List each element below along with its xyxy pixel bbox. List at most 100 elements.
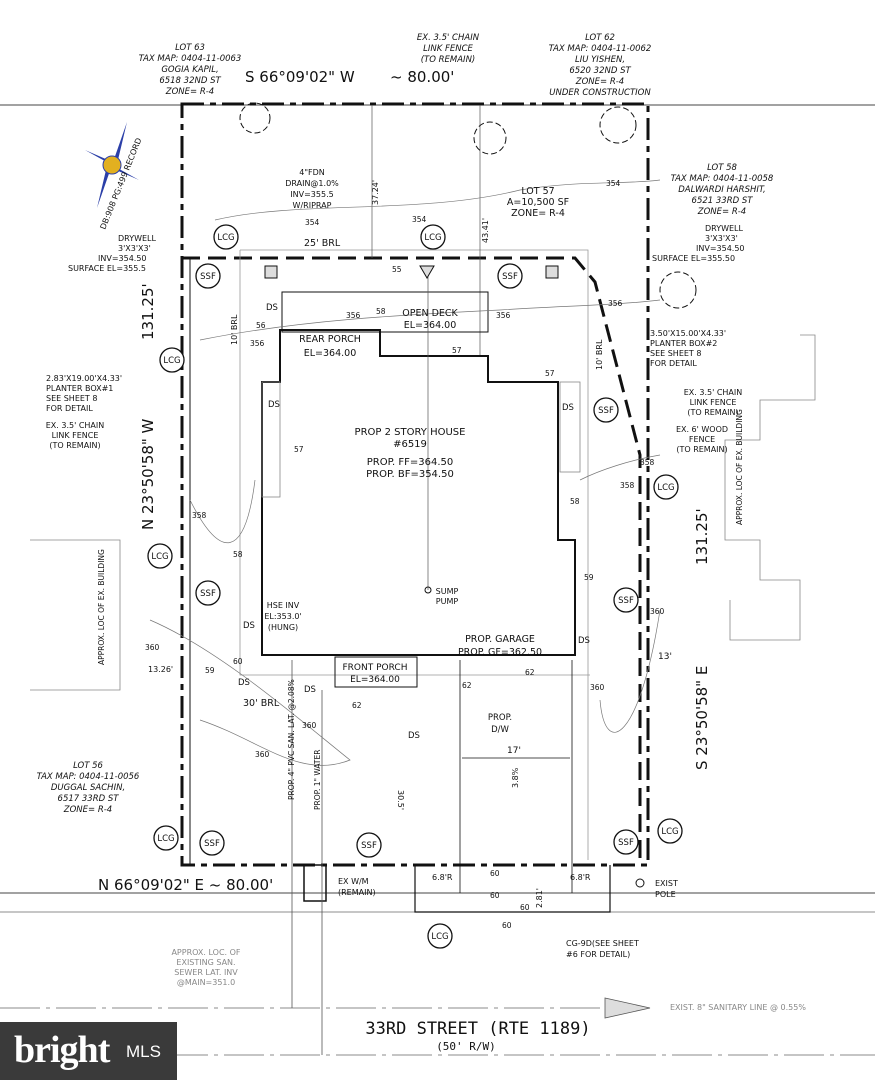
svg-text:ZONE= R-4: ZONE= R-4 — [63, 805, 112, 815]
svg-text:DS: DS — [238, 678, 250, 688]
slope-label: 3.8% — [511, 767, 520, 788]
svg-text:SSF: SSF — [361, 841, 377, 851]
svg-text:EX. 3.5' CHAIN: EX. 3.5' CHAIN — [46, 421, 105, 430]
svg-text:58: 58 — [233, 550, 243, 559]
svg-text:LOT 62: LOT 62 — [585, 33, 615, 43]
drain-label: 4"FDN DRAIN@1.0% INV=355.5 W/RIPRAP — [285, 168, 339, 210]
svg-text:EXISTING SAN.: EXISTING SAN. — [176, 958, 235, 967]
svg-text:LIU YISHEN,: LIU YISHEN, — [575, 55, 625, 65]
svg-text:62: 62 — [462, 681, 472, 690]
sewer-lat-label: APPROX. LOC. OF EXISTING SAN. SEWER LAT.… — [171, 948, 240, 987]
distance-top: ~ 80.00' — [390, 68, 454, 86]
svg-text:360: 360 — [145, 643, 160, 652]
row-width: (50' R/W) — [436, 1040, 496, 1053]
sewer-lateral-label: PROP. 4" PVC SAN. LAT. @2.08% — [287, 679, 296, 800]
svg-text:(TO REMAIN): (TO REMAIN) — [676, 445, 727, 454]
svg-text:LINK FENCE: LINK FENCE — [52, 431, 99, 440]
svg-text:DRYWELL: DRYWELL — [705, 224, 744, 233]
svg-text:EL:353.0': EL:353.0' — [264, 612, 301, 621]
lcg-marker-4: LCG — [653, 474, 679, 500]
svg-text:LOT 57: LOT 57 — [521, 186, 554, 197]
svg-text:SUMP: SUMP — [436, 587, 459, 596]
dim-13: 13' — [658, 652, 672, 662]
svg-text:HSE INV: HSE INV — [267, 601, 300, 610]
radius-right: 6.8'R — [570, 873, 591, 882]
dim-3724: 37.24' — [371, 180, 380, 205]
lot56-label: LOT 56 TAX MAP: 0404-11-0056 DUGGAL SACH… — [37, 761, 140, 815]
house-footprint — [261, 329, 576, 656]
svg-text:58: 58 — [376, 307, 386, 316]
svg-text:SSF: SSF — [618, 596, 634, 606]
brl-side-right-label: 10' BRL — [595, 339, 604, 370]
svg-text:SSF: SSF — [618, 838, 634, 848]
svg-text:3.50'X15.00'X4.33': 3.50'X15.00'X4.33' — [650, 329, 726, 338]
svg-text:A=10,500 SF: A=10,500 SF — [507, 197, 569, 208]
planter-box-2 — [559, 381, 581, 473]
svg-text:358: 358 — [620, 481, 635, 490]
downspout-labels: DS DS DS DS DS DS DS DS — [238, 303, 590, 741]
lcg-marker-6: LCG — [657, 818, 683, 844]
svg-text:PROP 2 STORY HOUSE: PROP 2 STORY HOUSE — [355, 427, 466, 438]
ssf-marker-1: SSF — [195, 263, 221, 289]
svg-text:6518 32ND ST: 6518 32ND ST — [159, 76, 221, 86]
lcg-marker-7: LCG — [153, 825, 179, 851]
house-label: PROP 2 STORY HOUSE #6519 PROP. FF=364.50… — [355, 427, 466, 480]
svg-text:DS: DS — [304, 685, 316, 695]
sump-pump-icon — [424, 586, 432, 594]
svg-text:OPEN DECK: OPEN DECK — [402, 308, 458, 319]
driveway-apron — [414, 865, 611, 913]
svg-text:LCG: LCG — [157, 834, 174, 844]
svg-text:UNDER CONSTRUCTION: UNDER CONSTRUCTION — [549, 88, 651, 98]
svg-text:PROP. BF=354.50: PROP. BF=354.50 — [366, 469, 454, 480]
svg-text:DUGGAL SACHIN,: DUGGAL SACHIN, — [51, 783, 125, 793]
svg-text:EL=364.00: EL=364.00 — [304, 348, 357, 359]
ex-building-left-label: APPROX. LOC OF EX. BUILDING — [97, 549, 106, 665]
lot62-label: LOT 62 TAX MAP: 0404-11-0062 LIU YISHEN,… — [549, 33, 652, 98]
svg-text:DS: DS — [562, 403, 574, 413]
svg-text:DS: DS — [408, 731, 420, 741]
svg-text:EX. 3.5' CHAIN: EX. 3.5' CHAIN — [417, 33, 480, 43]
ssf-marker-4: SSF — [195, 580, 221, 606]
svg-text:360: 360 — [255, 750, 270, 759]
lcg-marker-5: LCG — [147, 543, 173, 569]
planter2-label: 3.50'X15.00'X4.33' PLANTER BOX#2 SEE SHE… — [650, 329, 726, 368]
svg-text:SSF: SSF — [204, 839, 220, 849]
svg-text:GOGIA KAPIL,: GOGIA KAPIL, — [161, 65, 218, 75]
svg-text:57: 57 — [545, 369, 555, 378]
svg-text:INV=354.50: INV=354.50 — [696, 244, 745, 253]
svg-text:PLANTER BOX#1: PLANTER BOX#1 — [46, 384, 113, 393]
contour-358 — [189, 454, 661, 543]
svg-text:DS: DS — [578, 636, 590, 646]
svg-text:INV=355.5: INV=355.5 — [290, 190, 333, 199]
svg-text:LCG: LCG — [424, 233, 441, 243]
cg9d-label: CG-9D(SEE SHEET #6 FOR DETAIL) — [566, 939, 639, 959]
existing-building-left — [30, 539, 121, 691]
existing-building-right — [724, 334, 816, 641]
svg-text:PROP. FF=364.50: PROP. FF=364.50 — [367, 457, 454, 468]
svg-text:EX. 3.5' CHAIN: EX. 3.5' CHAIN — [684, 388, 743, 397]
contour-labels: 354 354 354 356 356 356 356 358 358 358 … — [145, 179, 665, 759]
svg-text:(TO REMAIN): (TO REMAIN) — [49, 441, 100, 450]
drywell-right-label: DRYWELL 3'X3'X3' INV=354.50 SURFACE EL=3… — [652, 224, 745, 263]
ssf-marker-3: SSF — [593, 397, 619, 423]
bearing-right: S 23°50'58" E — [693, 666, 711, 770]
water-meter-remain-label: (REMAIN) — [338, 888, 376, 897]
svg-text:POLE: POLE — [655, 890, 676, 899]
svg-text:55: 55 — [392, 265, 402, 274]
driveway-label: PROP. D/W — [488, 713, 512, 735]
lcg-marker-1: LCG — [213, 224, 239, 250]
svg-text:3'X3'X3': 3'X3'X3' — [705, 234, 738, 243]
svg-text:SSF: SSF — [200, 272, 216, 282]
svg-text:SEE SHEET 8: SEE SHEET 8 — [650, 349, 701, 358]
svg-text:356: 356 — [496, 311, 511, 320]
planter-box-1 — [261, 381, 281, 498]
svg-text:TAX MAP: 0404-11-0063: TAX MAP: 0404-11-0063 — [139, 54, 242, 64]
svg-text:358: 358 — [192, 511, 207, 520]
svg-text:57: 57 — [452, 346, 462, 355]
svg-text:60: 60 — [490, 891, 500, 900]
water-meter-box — [303, 864, 327, 902]
svg-text:60: 60 — [490, 869, 500, 878]
svg-text:59: 59 — [205, 666, 215, 675]
distance-left: 131.25' — [139, 283, 157, 340]
svg-text:LCG: LCG — [661, 827, 678, 837]
